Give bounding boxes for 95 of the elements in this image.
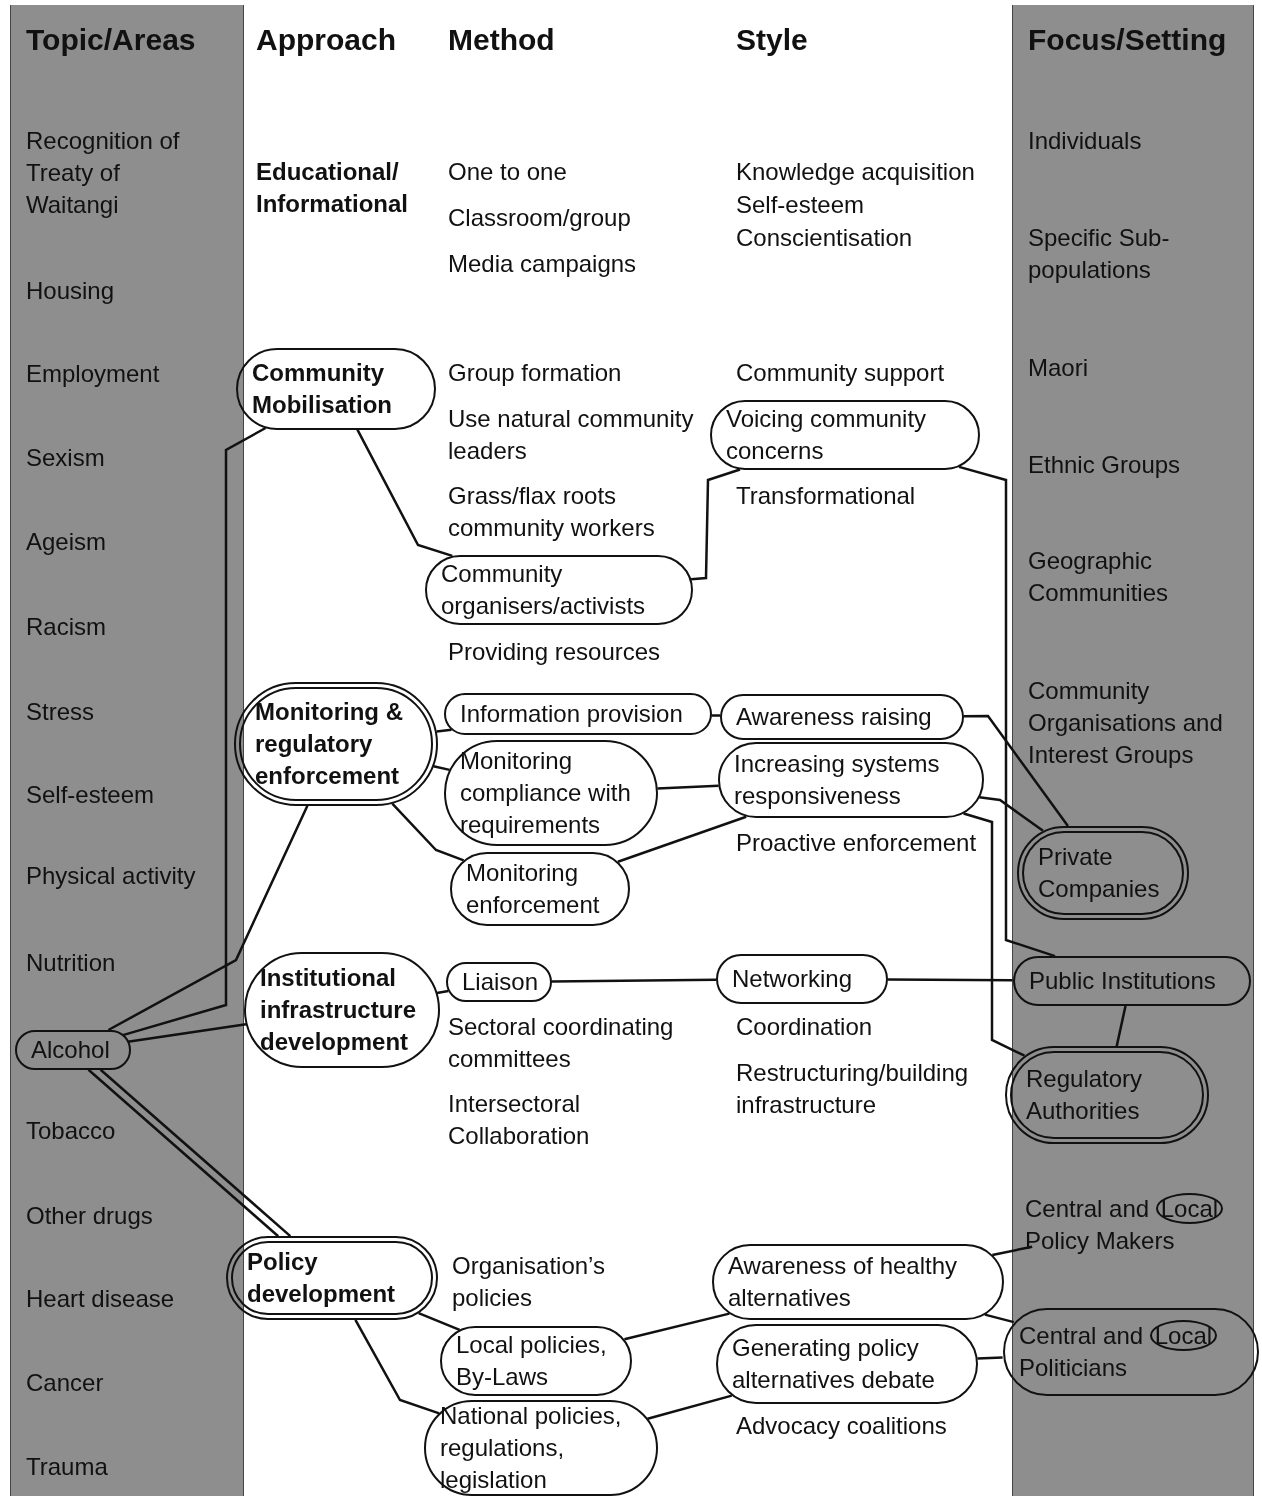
text-label: Media campaigns bbox=[448, 249, 638, 279]
category-label: Individuals bbox=[1028, 126, 1143, 156]
category-label: Maori bbox=[1028, 353, 1089, 383]
column-band bbox=[10, 5, 244, 1496]
connector-line bbox=[391, 802, 465, 862]
category-label: Nutrition bbox=[26, 948, 117, 978]
category-label: Community Organisations and Interest Groups bbox=[1028, 676, 1224, 770]
category-label: Recognition of Treaty of Waitangi bbox=[26, 126, 181, 220]
category-label: Geographic Communities bbox=[1028, 546, 1170, 608]
text-label: Coordination bbox=[736, 1012, 874, 1042]
connector-line bbox=[436, 989, 449, 995]
text-label: Classroom/group bbox=[448, 203, 632, 233]
category-label: Self-esteem bbox=[26, 780, 156, 810]
connector-line bbox=[963, 812, 1026, 1057]
circled-text: National policies, regulations, legislation bbox=[424, 1400, 658, 1496]
connector-line bbox=[107, 805, 309, 1032]
circled-text: Generating policy alternatives debate bbox=[716, 1324, 978, 1404]
circled-text: Monitoring compliance with requirements bbox=[444, 740, 658, 846]
text-label: Proactive enforcement bbox=[736, 828, 978, 858]
column-heading: Method bbox=[448, 22, 556, 58]
category-label: Sexism bbox=[26, 443, 106, 473]
circled-text: Alcohol bbox=[15, 1030, 131, 1070]
text-label: Providing resources bbox=[448, 637, 662, 667]
circled-text: Awareness raising bbox=[720, 694, 964, 740]
double-circled-text: Regulatory Authorities bbox=[1005, 1046, 1209, 1144]
connector-line bbox=[617, 815, 747, 863]
text-label: Transformational bbox=[736, 481, 917, 511]
circled-text: Information provision bbox=[444, 693, 712, 735]
connector-line bbox=[127, 1022, 247, 1043]
connector-line bbox=[624, 1312, 730, 1341]
circled-text: Community organisers/activists bbox=[425, 555, 693, 625]
connector-line bbox=[979, 795, 1044, 832]
text-label: Self-esteem bbox=[736, 190, 866, 220]
connector-line bbox=[433, 765, 450, 772]
text-label: One to one bbox=[448, 157, 568, 187]
double-circled-text: Private Companies bbox=[1017, 826, 1189, 920]
category-label: Tobacco bbox=[26, 1116, 117, 1146]
category-label: Physical activity bbox=[26, 861, 197, 891]
connector-line bbox=[691, 468, 741, 581]
circled-text: Voicing community concerns bbox=[710, 400, 980, 470]
column-heading: Topic/Areas bbox=[26, 22, 197, 58]
connector-line bbox=[887, 978, 1013, 982]
circled-text: Networking bbox=[716, 954, 888, 1004]
connector-line bbox=[958, 465, 1056, 958]
circled-text: Public Institutions bbox=[1013, 956, 1251, 1006]
connector-line bbox=[418, 1312, 461, 1332]
connector-line bbox=[436, 728, 452, 733]
category-label: Ageism bbox=[26, 527, 108, 557]
circled-text: Central and Local Politicians bbox=[1003, 1308, 1259, 1396]
category-label: Cancer bbox=[26, 1368, 105, 1398]
text-label: Conscientisation bbox=[736, 223, 914, 253]
circled-text: Increasing systems responsiveness bbox=[718, 742, 984, 818]
connector-line bbox=[657, 784, 719, 790]
circled-text: Community Mobilisation bbox=[236, 348, 436, 430]
connector-line bbox=[984, 1313, 1015, 1324]
connector-line bbox=[711, 714, 721, 717]
category-label: Other drugs bbox=[26, 1201, 154, 1231]
category-label: Heart disease bbox=[26, 1284, 176, 1314]
category-label: Housing bbox=[26, 276, 116, 306]
connector-line bbox=[963, 714, 1069, 827]
circled-text: Liaison bbox=[446, 962, 552, 1002]
text-label: Community support bbox=[736, 358, 946, 388]
double-circled-text: Policy development bbox=[226, 1236, 438, 1320]
focus-label: Central and Local Policy Makers bbox=[1025, 1190, 1257, 1260]
text-label: Advocacy coalitions bbox=[736, 1411, 948, 1441]
circled-text: Monitoring enforcement bbox=[450, 852, 630, 926]
column-heading: Focus/Setting bbox=[1028, 22, 1228, 58]
connector-line bbox=[1115, 1005, 1127, 1047]
circled-text: Local policies, By-Laws bbox=[440, 1326, 632, 1396]
double-circled-text: Monitoring & regulatory enforcement bbox=[234, 682, 438, 806]
circled-text: Awareness of healthy alternatives bbox=[712, 1244, 1004, 1320]
text-label: Intersectoral Collaboration bbox=[448, 1089, 591, 1151]
column-heading: Approach bbox=[256, 22, 397, 58]
connector-line bbox=[551, 978, 717, 983]
category-label: Employment bbox=[26, 359, 161, 389]
connector-line bbox=[354, 1319, 440, 1415]
category-label: Ethnic Groups bbox=[1028, 450, 1182, 480]
text-label: Use natural community leaders bbox=[448, 404, 695, 466]
category-label: Stress bbox=[26, 697, 95, 727]
category-label: Racism bbox=[26, 612, 107, 642]
text-label: Grass/flax roots community workers bbox=[448, 481, 656, 543]
text-label: Organisation’s policies bbox=[452, 1251, 606, 1313]
text-label: Educational/ Informational bbox=[256, 157, 409, 219]
category-label: Specific Sub-populations bbox=[1028, 223, 1171, 285]
text-label: Sectoral coordinating committees bbox=[448, 1012, 675, 1074]
text-label: Group formation bbox=[448, 358, 623, 388]
connector-line bbox=[122, 426, 267, 1037]
category-label: Trauma bbox=[26, 1452, 109, 1482]
text-label: Restructuring/building infrastructure bbox=[736, 1058, 970, 1120]
connector-line bbox=[647, 1394, 733, 1420]
connector-line bbox=[977, 1356, 1003, 1360]
column-heading: Style bbox=[736, 22, 809, 58]
connector-line bbox=[356, 429, 453, 558]
text-label: Knowledge acquisition bbox=[736, 157, 976, 187]
circled-text: Institutional infrastructure development bbox=[244, 952, 440, 1068]
